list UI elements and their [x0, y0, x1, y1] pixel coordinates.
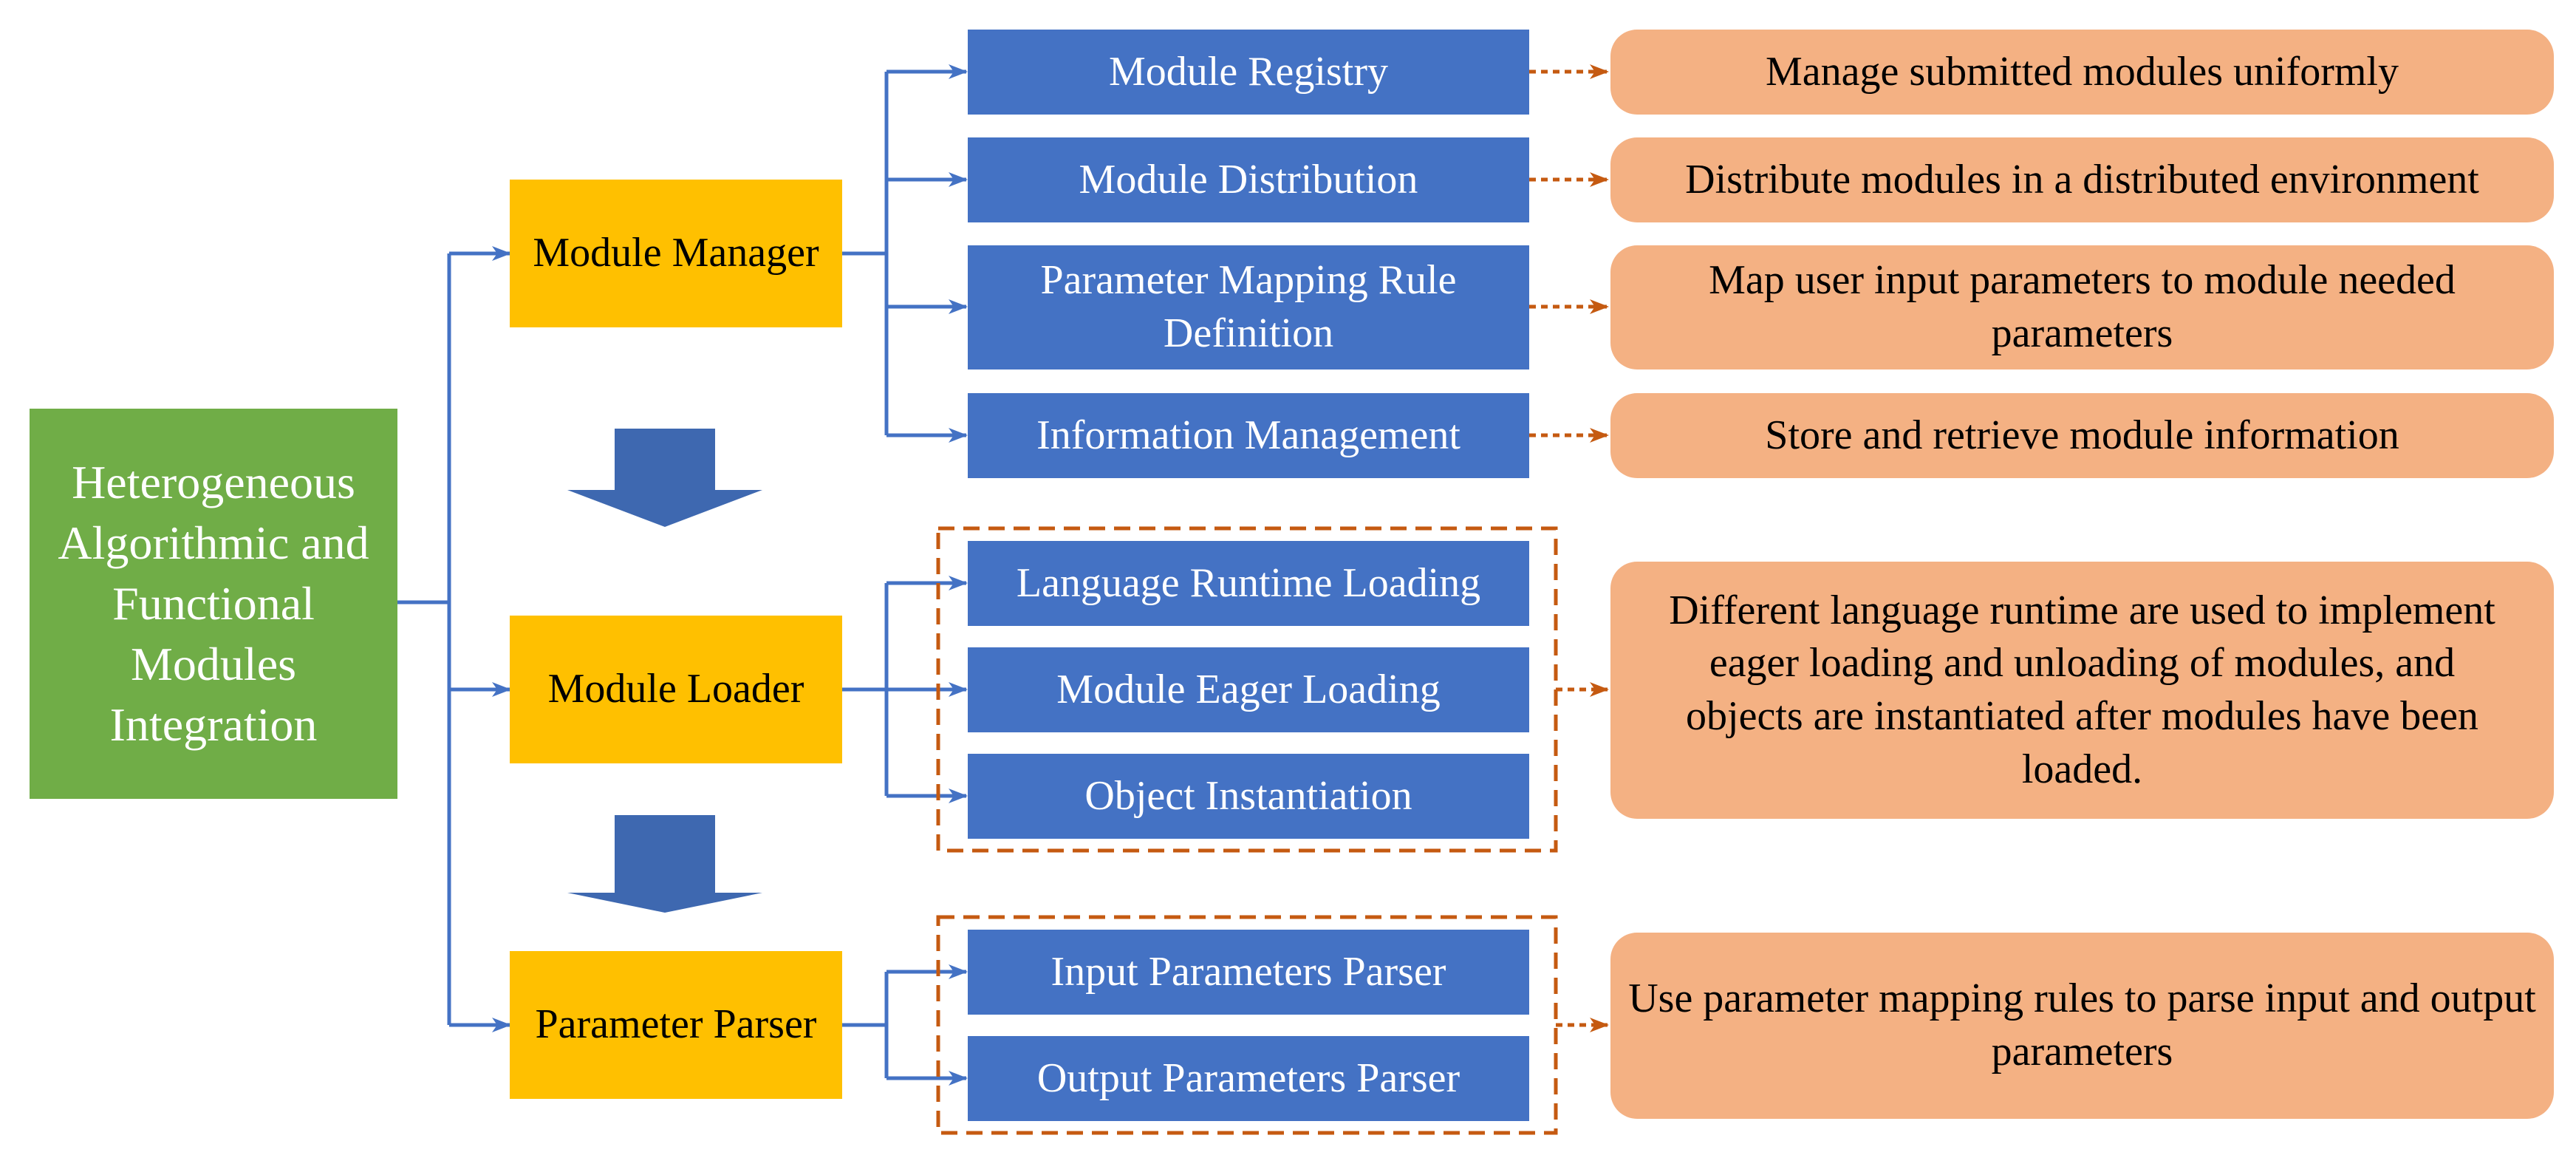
- note-text: Different language runtime are used to i…: [1669, 587, 2495, 792]
- component-parameter-parser: Parameter Parser: [510, 951, 842, 1099]
- note-manage-modules: Manage submitted modules uniformly: [1610, 30, 2554, 115]
- component-module-loader: Module Loader: [510, 616, 842, 763]
- submodule-output-parameters-parser: Output Parameters Parser: [968, 1036, 1529, 1121]
- module-manager-connectors: [842, 64, 968, 443]
- submodule-label: Information Management: [1036, 412, 1460, 458]
- module-loader-connectors: [842, 576, 968, 803]
- submodule-object-instantiation: Object Instantiation: [968, 754, 1529, 839]
- note-runtime-loading: Different language runtime are used to i…: [1610, 562, 2554, 819]
- submodule-input-parameters-parser: Input Parameters Parser: [968, 930, 1529, 1015]
- submodule-module-eager-loading: Module Eager Loading: [968, 647, 1529, 732]
- root-branch-connectors: [397, 246, 511, 1032]
- root-node: Heterogeneous Algorithmic and Functional…: [30, 409, 397, 799]
- parameter-parser-connectors: [842, 964, 968, 1086]
- submodule-label: Output Parameters Parser: [1036, 1055, 1460, 1101]
- note-distribute-modules: Distribute modules in a distributed envi…: [1610, 137, 2554, 222]
- component-label: Parameter Parser: [535, 1001, 817, 1048]
- note-text: Use parameter mapping rules to parse inp…: [1628, 975, 2536, 1074]
- component-module-manager: Module Manager: [510, 180, 842, 327]
- submodule-label: Module Distribution: [1079, 156, 1418, 202]
- component-label: Module Loader: [547, 666, 804, 712]
- component-label: Module Manager: [533, 230, 819, 276]
- submodule-label: Input Parameters Parser: [1050, 948, 1446, 995]
- submodule-information-management: Information Management: [968, 393, 1529, 478]
- submodule-module-registry: Module Registry: [968, 30, 1529, 115]
- note-text: Manage submitted modules uniformly: [1766, 48, 2399, 95]
- note-parse-parameters: Use parameter mapping rules to parse inp…: [1610, 933, 2554, 1119]
- note-text: Distribute modules in a distributed envi…: [1685, 156, 2479, 202]
- submodule-label: Parameter Mapping Rule Definition: [1040, 257, 1457, 356]
- note-store-information: Store and retrieve module information: [1610, 393, 2554, 478]
- submodule-label: Language Runtime Loading: [1016, 559, 1481, 606]
- note-text: Store and retrieve module information: [1765, 412, 2399, 458]
- flow-arrow-down-icon: [567, 815, 762, 913]
- parser-group-frame: [936, 915, 1558, 1135]
- note-connectors: [1529, 64, 1609, 1032]
- flow-arrow-down-icon: [567, 429, 762, 527]
- submodule-parameter-mapping-rule-definition: Parameter Mapping Rule Definition: [968, 245, 1529, 369]
- submodule-label: Object Instantiation: [1084, 772, 1412, 819]
- note-map-parameters: Map user input parameters to module need…: [1610, 245, 2554, 369]
- root-label: Heterogeneous Algorithmic and Functional…: [58, 456, 369, 751]
- submodule-label: Module Registry: [1109, 48, 1388, 95]
- submodule-label: Module Eager Loading: [1056, 666, 1441, 712]
- submodule-language-runtime-loading: Language Runtime Loading: [968, 541, 1529, 626]
- submodule-module-distribution: Module Distribution: [968, 137, 1529, 222]
- note-text: Map user input parameters to module need…: [1709, 257, 2456, 356]
